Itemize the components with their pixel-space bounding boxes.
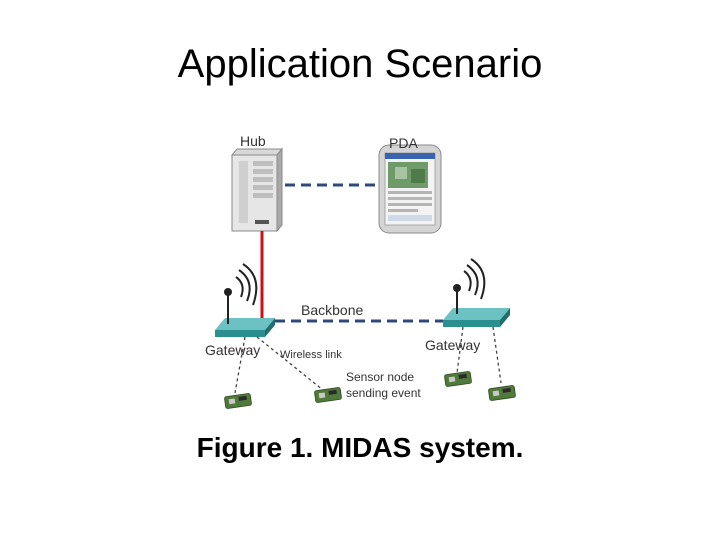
wireless-links — [234, 326, 502, 394]
hub-label: Hub — [240, 133, 266, 149]
sensor-node-icon — [224, 393, 252, 409]
backbone-label: Backbone — [301, 302, 363, 318]
sensor-node-icon — [314, 387, 342, 403]
pda-label: PDA — [389, 135, 418, 151]
hub-server-icon — [230, 147, 284, 233]
slide-title: Application Scenario — [177, 42, 543, 86]
pda-icon — [378, 144, 442, 234]
sensor-node-label-line2: sending event — [346, 386, 421, 400]
left-gateway-icon — [215, 263, 275, 337]
sensor-node-icon — [444, 371, 472, 387]
midas-system-diagram: Hub PDA Backbone Gateway Gateway Wireles… — [205, 133, 516, 409]
wireless-link-label: Wireless link — [280, 349, 342, 361]
right-gateway-icon — [443, 258, 510, 327]
sensor-node-label-line1: Sensor node — [346, 370, 414, 384]
sensor-node-icon — [488, 385, 516, 401]
figure-caption: Figure 1. MIDAS system. — [196, 432, 524, 463]
gateway-right-label: Gateway — [425, 337, 480, 353]
gateway-left-label: Gateway — [205, 342, 260, 358]
